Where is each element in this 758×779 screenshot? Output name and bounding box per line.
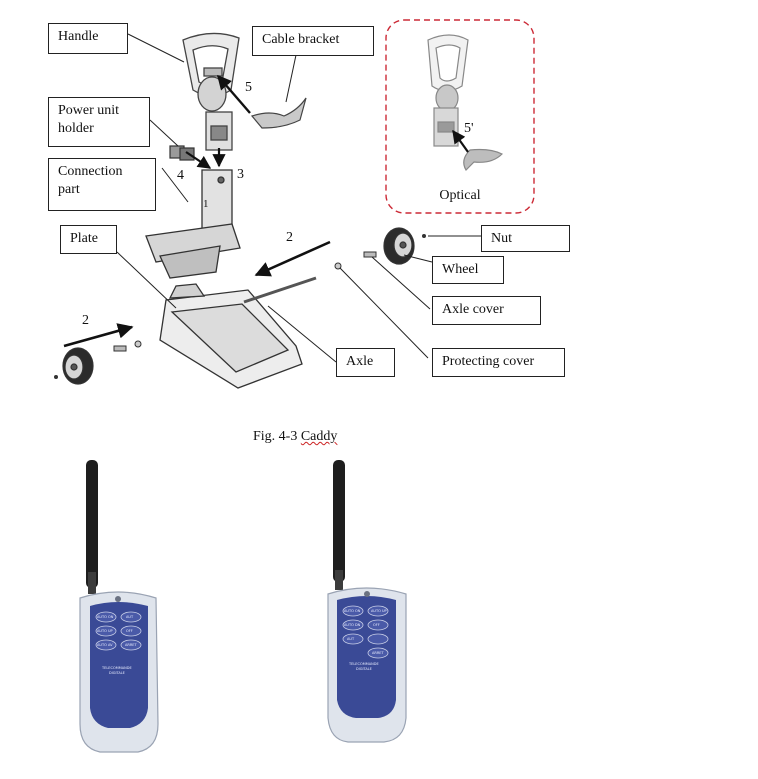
label-cable-bracket: Cable bracket: [252, 26, 374, 56]
step-5-prime: 5': [464, 121, 474, 136]
axle-drawing: [243, 276, 317, 304]
step-2-right: 2: [286, 230, 293, 245]
remote-2-btn-2: AUTO UP: [371, 609, 387, 613]
label-power-unit-holder: Power unit holder: [48, 97, 150, 147]
power-unit-holder-drawing: [169, 145, 195, 161]
left-protecting-cover-drawing: [134, 340, 142, 348]
label-nut: Nut: [481, 225, 570, 252]
nut-drawing: [422, 234, 426, 238]
label-connection-part: Connection part: [48, 158, 156, 211]
remote-control-2: [327, 460, 407, 743]
step-4: 4: [177, 168, 184, 183]
remote-control-1: [79, 460, 159, 753]
remote-2-buttons: [342, 605, 389, 659]
figure-caption: Fig. 4-3 Caddy: [253, 429, 337, 445]
remote-2-btn-3: AUTO DN: [344, 623, 361, 627]
label-wheel: Wheel: [432, 256, 504, 284]
remote-1-text: AUTO ON AUT AUTO UP OFF AUTO AV ARRET TE…: [90, 612, 148, 692]
left-axle-cover-drawing: [113, 345, 127, 352]
protecting-cover-drawing: [334, 262, 342, 270]
remote-1-btn-5: AUTO AV: [97, 643, 113, 647]
remote-2-btn-4: OFF: [373, 623, 380, 627]
remote-2-text: AUTO ON AUTO UP AUTO DN OFF AUT ARRET TE…: [337, 606, 395, 686]
right-wheel-drawing: [383, 227, 415, 265]
optical-arrow: [452, 129, 469, 153]
remote-1-btn-1: AUTO ON: [97, 615, 114, 619]
step-3: 3: [237, 167, 244, 182]
step-1: 1: [203, 198, 209, 210]
arrow-5: [217, 74, 251, 114]
remote-1-btn-2: AUT: [126, 615, 134, 619]
step-2-left: 2: [82, 313, 89, 328]
remote-2-btn-5: AUT: [347, 637, 355, 641]
axle-cover-drawing: [363, 251, 377, 258]
remote-1-brand-2: DIGITALE: [109, 671, 125, 675]
remote-1-brand-1: TELECOMMANDE: [102, 666, 132, 670]
arrow-4: [185, 151, 212, 169]
remote-1-buttons: [95, 611, 142, 651]
arrow-2-right: [254, 240, 331, 277]
label-protecting-cover: Protecting cover: [432, 348, 565, 377]
caption-word: Caddy: [300, 429, 338, 444]
leader-lines: [116, 33, 482, 363]
step-5: 5: [245, 80, 252, 95]
optical-handle-drawing: [427, 34, 504, 171]
remote-2-antenna: [333, 460, 345, 582]
remote-2-brand-1: TELECOMMANDE: [349, 662, 379, 666]
label-optical: Optical: [439, 188, 481, 203]
label-axle-cover: Axle cover: [432, 296, 541, 325]
left-wheel-drawing: [62, 347, 94, 385]
remote-1-btn-6: ARRET: [125, 643, 137, 647]
remote-2-brand-2: DIGITALE: [356, 667, 372, 671]
connection-part-drawing: [145, 169, 241, 279]
left-nut-drawing: [54, 375, 58, 379]
remote-1-antenna: [86, 460, 98, 588]
cable-bracket-drawing: [250, 97, 307, 129]
label-plate: Plate: [60, 225, 117, 254]
label-handle: Handle: [48, 23, 128, 54]
label-axle: Axle: [336, 348, 395, 377]
remote-1-btn-3: AUTO UP: [97, 629, 113, 633]
optical-box: [385, 19, 535, 214]
remote-1-btn-4: OFF: [126, 629, 133, 633]
base-plate-drawing: [159, 283, 303, 389]
caption-prefix: Fig. 4-3: [253, 429, 301, 444]
remote-2-btn-1: AUTO ON: [344, 609, 361, 613]
remote-2-btn-6: ARRET: [372, 651, 384, 655]
arrow-2-left: [63, 323, 134, 348]
